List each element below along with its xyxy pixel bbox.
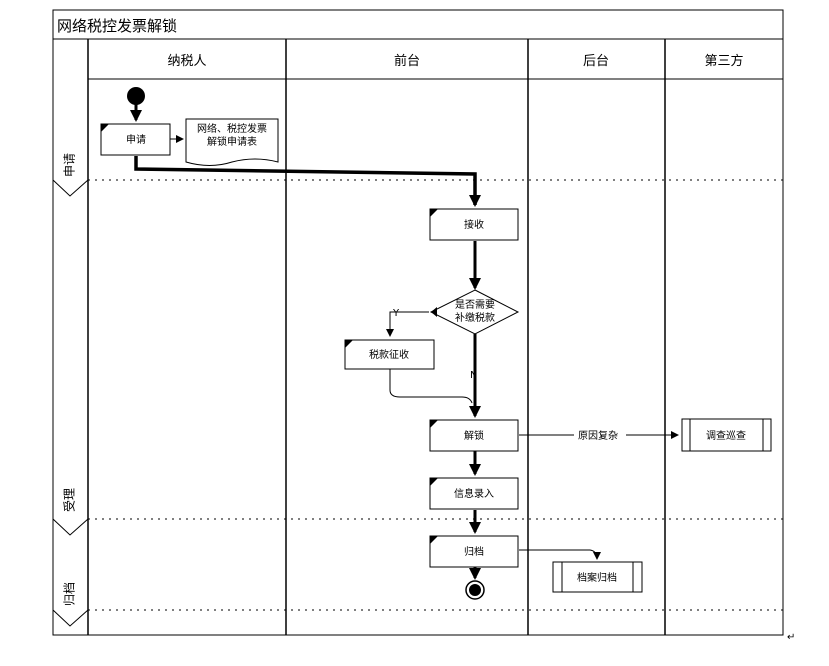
node-unlock: 解锁 <box>429 419 519 452</box>
svg-text:申请: 申请 <box>126 133 146 146</box>
node-decision-pay-tax: 是否需要 补缴税款 <box>429 289 520 335</box>
svg-text:解锁: 解锁 <box>464 429 484 442</box>
node-archive-file: 档案归档 <box>552 561 643 593</box>
node-investigate: 调查巡查 <box>681 418 772 452</box>
start-node <box>127 87 145 105</box>
paragraph-mark: ↵ <box>787 632 795 643</box>
edge-label-no: N <box>470 370 477 381</box>
edge-label-complex-reason: 原因复杂 <box>578 429 618 442</box>
phase-label-apply: 申请 <box>63 153 77 177</box>
svg-text:是否需要: 是否需要 <box>455 299 495 311</box>
svg-text:解锁申请表: 解锁申请表 <box>207 135 257 148</box>
lane-header-front-desk: 前台 <box>394 53 420 69</box>
node-info-entry: 信息录入 <box>429 477 519 510</box>
end-node <box>465 580 485 600</box>
lane-header-back-office: 后台 <box>583 54 609 69</box>
node-archive: 归档 <box>429 535 519 568</box>
svg-text:接收: 接收 <box>464 218 484 231</box>
svg-text:归档: 归档 <box>464 545 484 558</box>
node-application-form: 网络、税控发票 解锁申请表 <box>185 118 279 166</box>
phase-chevron-archive <box>52 609 89 627</box>
svg-text:补缴税款: 补缴税款 <box>455 311 495 324</box>
node-receive: 接收 <box>429 208 519 241</box>
diagram-frame <box>52 9 784 636</box>
svg-text:税款征收: 税款征收 <box>369 348 409 361</box>
svg-text:档案归档: 档案归档 <box>577 571 617 584</box>
svg-text:网络、税控发票: 网络、税控发票 <box>197 122 267 135</box>
svg-text:调查巡查: 调查巡查 <box>706 429 746 442</box>
edge-label-yes: Y <box>392 308 400 319</box>
phase-chevron-apply <box>52 179 89 197</box>
phase-chevron-accept <box>52 518 89 536</box>
node-apply: 申请 <box>100 123 171 156</box>
node-tax-collection: 税款征收 <box>344 339 435 370</box>
phase-label-accept: 受理 <box>63 488 77 512</box>
diagram-title: 网络税控发票解锁 <box>57 17 177 35</box>
svg-text:信息录入: 信息录入 <box>454 487 494 500</box>
lane-header-taxpayer: 纳税人 <box>167 54 206 69</box>
lane-header-third-party: 第三方 <box>704 53 743 69</box>
phase-label-archive: 归档 <box>63 582 77 606</box>
